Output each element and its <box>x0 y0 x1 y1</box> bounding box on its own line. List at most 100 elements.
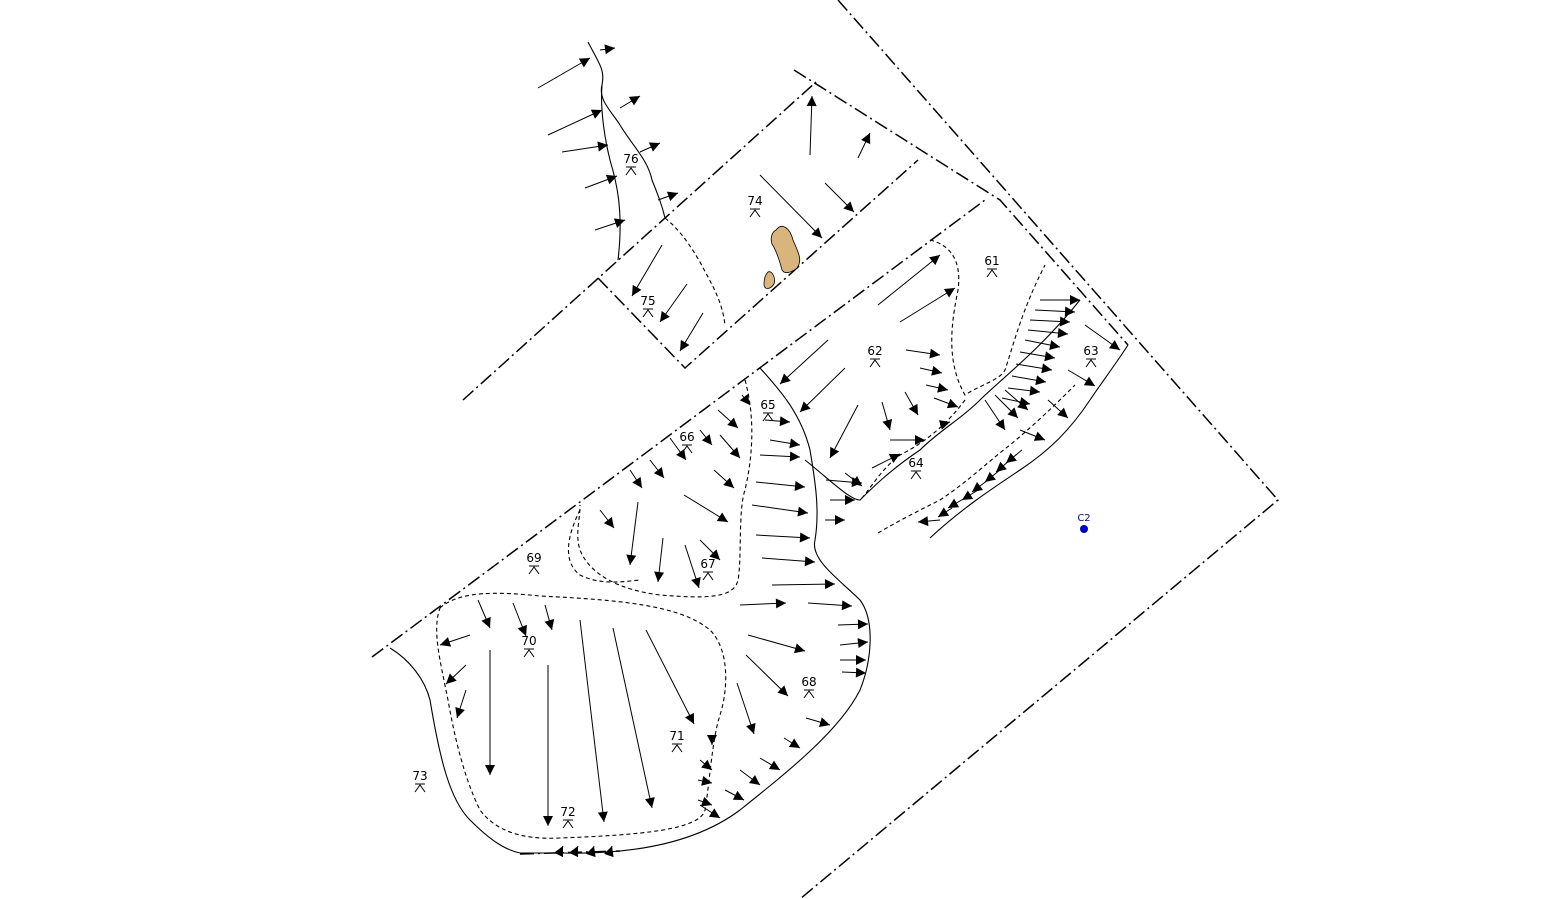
hachure-barb <box>775 598 786 609</box>
hachure-barb <box>972 482 983 492</box>
hachure-barb <box>691 576 701 588</box>
context-label-72: 72 <box>560 805 576 829</box>
datum-c2: C2 <box>1077 513 1091 533</box>
hachure-line <box>612 627 653 809</box>
hachure-mark <box>839 638 869 649</box>
context-label-63: 63 <box>1083 344 1099 368</box>
hachure-mark <box>561 141 609 153</box>
hachure-mark <box>1011 375 1047 386</box>
context-label-68: 68 <box>801 675 817 699</box>
hachure-mark <box>739 394 751 406</box>
hachure-barb <box>845 495 855 505</box>
hachure-mark <box>840 655 866 665</box>
hachure-barb <box>727 417 738 428</box>
hachure-mark <box>824 182 855 213</box>
level-symbol-icon <box>702 571 714 581</box>
hachure-barb <box>946 398 958 409</box>
level-symbol-icon <box>625 166 637 176</box>
hachure-barb <box>843 201 854 212</box>
hachure-mark <box>841 667 867 678</box>
hachure-barb <box>777 685 788 696</box>
hachure-mark <box>439 634 471 647</box>
hachure-line <box>899 287 956 323</box>
hachure-barb <box>768 760 780 770</box>
hachure-barb <box>746 722 756 734</box>
trench-boundaries <box>371 0 1280 899</box>
hachure-mark <box>1019 351 1056 362</box>
hachure-barb <box>481 616 491 628</box>
context-label-76: 76 <box>623 152 639 176</box>
hachure-mark <box>759 757 781 771</box>
hachure-mark <box>699 429 713 446</box>
hachure-mark <box>938 420 951 430</box>
hachure-barb <box>929 255 940 266</box>
hachure-mark <box>917 516 941 527</box>
hachure-mark <box>769 438 801 449</box>
hachure-mark <box>697 776 713 786</box>
hachure-barb <box>789 451 800 462</box>
hachure-mark <box>937 507 953 518</box>
context-boundary-64 <box>877 384 1076 534</box>
hachure-barb <box>788 738 800 748</box>
feature-deposit-74 <box>770 226 801 274</box>
hachure-barb <box>797 506 808 517</box>
hachure-barb <box>882 419 893 430</box>
context-number: 70 <box>521 634 536 648</box>
context-number: 61 <box>984 254 999 268</box>
context-number: 71 <box>669 729 684 743</box>
hachure-barb <box>888 454 900 463</box>
slope-hachures <box>439 44 1121 858</box>
trench-boundary-upper <box>462 81 817 401</box>
hachure-barb <box>1007 407 1018 418</box>
hachure-barb <box>1017 399 1028 410</box>
hachure-mark <box>807 600 853 611</box>
context-label-75: 75 <box>640 294 656 318</box>
hachure-barb <box>739 394 750 405</box>
context-number: 75 <box>640 294 655 308</box>
level-symbol-icon <box>869 358 881 368</box>
hachure-mark <box>904 391 919 416</box>
hachure-barb <box>569 846 578 858</box>
hachure-barb <box>653 467 664 478</box>
level-symbol-icon <box>803 689 815 699</box>
hachure-barb <box>1108 340 1120 350</box>
hachure-barb <box>794 481 805 491</box>
hachure-barb <box>1049 340 1060 350</box>
hachure-barb <box>835 515 845 525</box>
hachure-mark <box>649 459 665 479</box>
hachure-mark <box>619 95 641 109</box>
hachure-mark <box>586 845 596 858</box>
hachure-barb <box>644 797 655 808</box>
trench-boundary-main <box>371 199 986 658</box>
hachure-barb <box>855 667 866 678</box>
hachure-barb <box>937 382 948 393</box>
hachure-barb <box>732 790 744 800</box>
hachure-barb <box>597 141 608 152</box>
level-symbol-icon <box>562 819 574 829</box>
hachure-barb <box>819 717 830 727</box>
hachure-barb <box>1057 407 1068 418</box>
hachure-mark <box>697 796 713 807</box>
hachure-barb <box>1083 376 1095 386</box>
cut-edge-68 <box>520 367 871 854</box>
hachure-barb <box>628 96 640 106</box>
hachure-mark <box>631 244 663 297</box>
cut-edge-73 <box>389 647 521 854</box>
hachure-barb <box>446 673 457 684</box>
hachure-barb <box>485 765 495 775</box>
hachure-barb <box>806 96 817 107</box>
hachure-barb <box>701 759 712 770</box>
hachure-line <box>629 501 639 566</box>
hachure-mark <box>1067 369 1096 387</box>
context-number: 63 <box>1083 344 1098 358</box>
hachure-barb <box>455 706 465 718</box>
hachure-mark <box>877 254 941 306</box>
hachure-barb <box>824 579 835 590</box>
context-label-74: 74 <box>747 194 763 218</box>
hachure-mark <box>1029 316 1071 327</box>
hachure-mark <box>871 453 901 469</box>
context-label-65: 65 <box>760 398 776 422</box>
hachure-barb <box>948 498 960 508</box>
hachure-mark <box>699 759 713 771</box>
hachure-mark <box>485 650 495 775</box>
